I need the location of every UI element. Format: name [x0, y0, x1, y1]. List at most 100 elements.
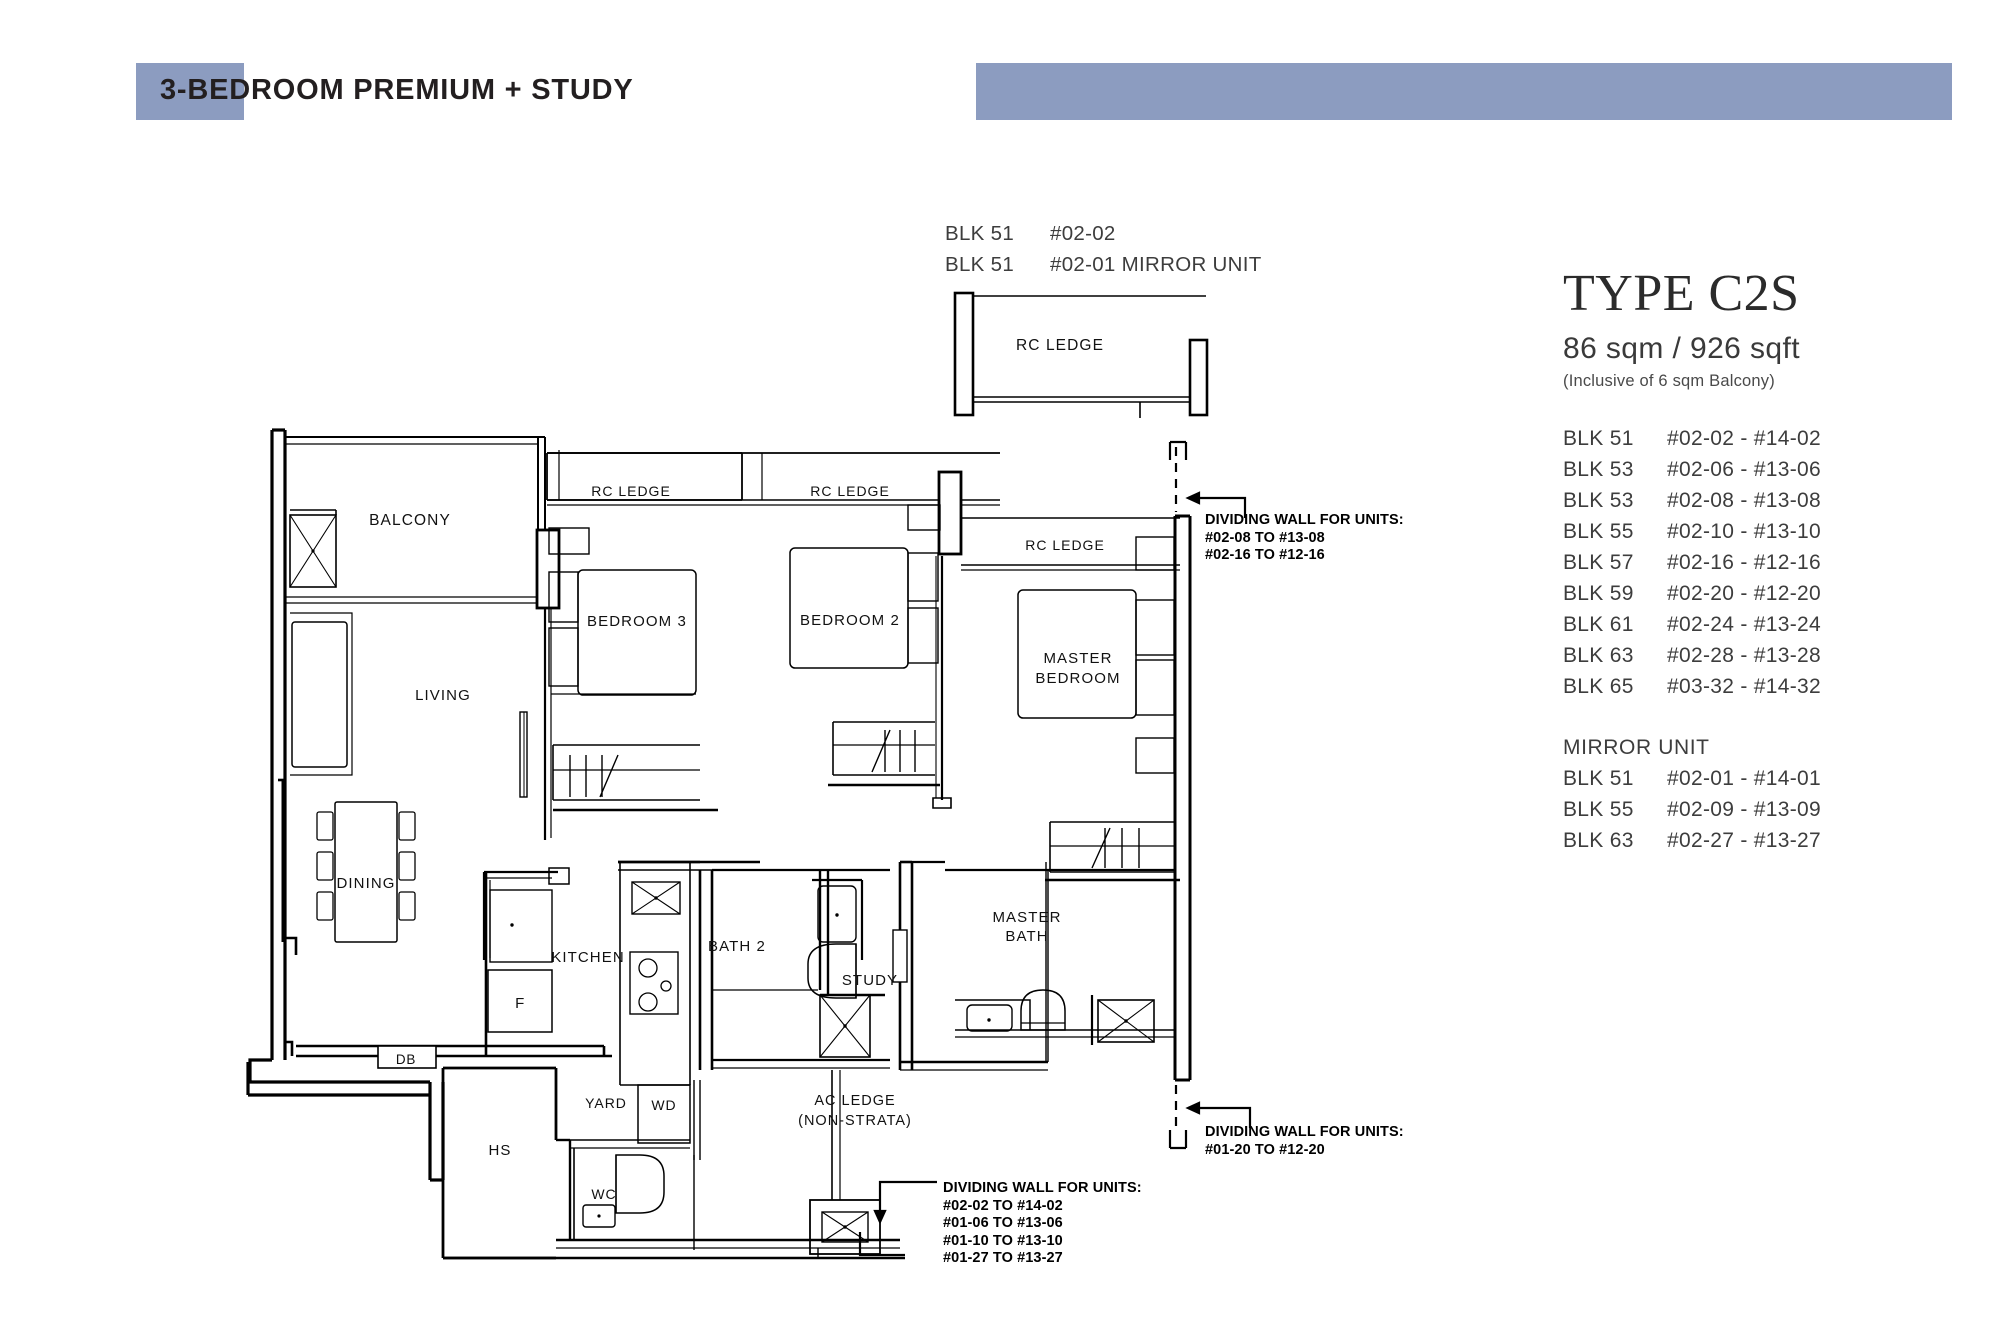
- unit-area-note: (Inclusive of 6 sqm Balcony): [1563, 372, 1775, 390]
- label-yard: YARD: [585, 1095, 627, 1111]
- caption-blk: BLK 51: [945, 253, 1015, 276]
- bedroom2: [789, 504, 952, 809]
- unit-range: #02-16 - #12-16: [1667, 551, 1821, 574]
- unit-range: #02-02 - #14-02: [1667, 427, 1821, 450]
- callout-line: #01-27 TO #13-27: [943, 1250, 1063, 1266]
- callout-dividing-wall-top: DIVIDING WALL FOR UNITS: #02-08 TO #13-0…: [1205, 512, 1404, 565]
- caption-row: BLK 51 #02-01 MIRROR UNIT: [945, 249, 1262, 280]
- balcony-room: [285, 436, 546, 605]
- label-rc-ledge-top: RC LEDGE: [1016, 337, 1104, 354]
- unit-row: BLK 53 #02-06 - #13-06: [1563, 454, 1983, 485]
- unit-row: BLK 51 #02-01 - #14-01: [1563, 763, 1983, 794]
- unit-info-panel: TYPE C2S 86 sqm / 926 sqft (Inclusive of…: [1563, 268, 1983, 856]
- unit-blk: BLK 55: [1563, 520, 1634, 543]
- unit-row: BLK 61 #02-24 - #13-24: [1563, 609, 1983, 640]
- structural-column-1: [937, 470, 963, 556]
- callout-line: #01-20 TO #12-20: [1205, 1141, 1325, 1158]
- living-furniture: [290, 612, 353, 776]
- label-rc-ledge-b: RC LEDGE: [810, 483, 890, 499]
- unit-range: #02-27 - #13-27: [1667, 829, 1821, 852]
- unit-row: BLK 63 #02-27 - #13-27: [1563, 825, 1983, 856]
- label-db: DB: [396, 1052, 416, 1067]
- kitchen: [482, 860, 701, 1160]
- unit-blk: BLK 55: [1563, 798, 1634, 821]
- callout-line: #01-06 TO #13-06: [943, 1215, 1063, 1231]
- unit-range: #02-28 - #13-28: [1667, 644, 1821, 667]
- study-room: [892, 860, 1048, 1071]
- label-master-bath-line1: MASTER: [992, 909, 1061, 926]
- unit-row: BLK 57 #02-16 - #12-16: [1563, 547, 1983, 578]
- unit-range: #03-32 - #14-32: [1667, 675, 1821, 698]
- master-bedroom: [1017, 536, 1180, 882]
- rc-ledge-band-c: [961, 517, 1180, 571]
- callout-line: #02-08 TO #13-08: [1205, 529, 1325, 546]
- mirror-unit-heading: MIRROR UNIT: [1563, 736, 1710, 759]
- unit-blk: BLK 53: [1563, 489, 1634, 512]
- callout-title: DIVIDING WALL FOR UNITS:: [1205, 1124, 1404, 1140]
- caption-unit: #02-01 MIRROR UNIT: [1050, 253, 1262, 276]
- label-ac-ledge-line1: AC LEDGE: [814, 1093, 895, 1109]
- callout-title: DIVIDING WALL FOR UNITS:: [1205, 512, 1404, 528]
- header-band-left-block: [136, 63, 244, 120]
- hs-yard-wc: [441, 1066, 700, 1260]
- caption-blk: BLK 51: [945, 222, 1015, 245]
- interior-wall-left: [278, 778, 294, 1056]
- unit-row: BLK 65 #03-32 - #14-32: [1563, 671, 1983, 702]
- callout-line: #02-16 TO #12-16: [1205, 547, 1325, 563]
- unit-row: BLK 51 #02-02 - #14-02: [1563, 423, 1983, 454]
- unit-range: #02-08 - #13-08: [1667, 489, 1821, 512]
- unit-range: #02-09 - #13-09: [1667, 798, 1821, 821]
- label-kitchen: KITCHEN: [551, 949, 625, 966]
- label-master-bedroom-line1: MASTER: [1043, 650, 1112, 667]
- unit-blk: BLK 53: [1563, 458, 1634, 481]
- caption-row: BLK 51 #02-02: [945, 218, 1262, 249]
- unit-row: BLK 59 #02-20 - #12-20: [1563, 578, 1983, 609]
- label-rc-ledge-a: RC LEDGE: [591, 483, 671, 499]
- unit-range: #02-10 - #13-10: [1667, 520, 1821, 543]
- master-bath: [945, 868, 1175, 1062]
- label-fridge: F: [515, 995, 525, 1012]
- unit-row: BLK 55 #02-10 - #13-10: [1563, 516, 1983, 547]
- unit-range: #02-01 - #14-01: [1667, 767, 1821, 790]
- caption-unit: #02-02: [1050, 222, 1116, 245]
- unit-blk: BLK 65: [1563, 675, 1634, 698]
- unit-blk: BLK 51: [1563, 427, 1634, 450]
- header-band: [136, 63, 1952, 120]
- label-rc-ledge-c: RC LEDGE: [1025, 537, 1105, 553]
- unit-area: 86 sqm / 926 sqft: [1563, 332, 1800, 365]
- unit-blk: BLK 63: [1563, 829, 1634, 852]
- label-hs: HS: [488, 1142, 511, 1159]
- unit-outer-walls: [246, 428, 445, 1182]
- label-master-bedroom-line2: BEDROOM: [1035, 670, 1120, 687]
- label-balcony: BALCONY: [369, 512, 451, 529]
- callout-dividing-wall-right: DIVIDING WALL FOR UNITS: #01-20 TO #12-2…: [1205, 1124, 1404, 1159]
- mirror-unit-list: BLK 51 #02-01 - #14-01 BLK 55 #02-09 - #…: [1563, 763, 1983, 856]
- plan-unit-caption: BLK 51 #02-02 BLK 51 #02-01 MIRROR UNIT: [945, 218, 1262, 280]
- right-exterior-wall: [1173, 514, 1192, 1082]
- corridor-wall: [519, 528, 561, 840]
- unit-row: BLK 63 #02-28 - #13-28: [1563, 640, 1983, 671]
- unit-row: BLK 55 #02-09 - #13-09: [1563, 794, 1983, 825]
- db-box: [377, 1045, 437, 1069]
- unit-range: #02-06 - #13-06: [1667, 458, 1821, 481]
- unit-type-title: TYPE C2S: [1563, 265, 1800, 322]
- rc-ledge-detail-top: [953, 291, 1209, 418]
- dining-furniture: [316, 801, 416, 943]
- unit-range: #02-20 - #12-20: [1667, 582, 1821, 605]
- label-ac-ledge-line2: (NON-STRATA): [798, 1113, 912, 1129]
- label-bedroom3: BEDROOM 3: [587, 613, 687, 630]
- label-bath2: BATH 2: [708, 938, 766, 955]
- label-wc: WC: [591, 1186, 616, 1202]
- bath2: [618, 860, 890, 1070]
- rc-ledge-band-a: [546, 450, 743, 501]
- page-title: 3-BEDROOM PREMIUM + STUDY: [160, 74, 634, 106]
- unit-range: #02-24 - #13-24: [1667, 613, 1821, 636]
- room-labels: RC LEDGE BALCONY RC LEDGE RC LEDGE RC LE…: [336, 337, 1120, 1202]
- unit-blk: BLK 63: [1563, 644, 1634, 667]
- callout-dividing-wall-bottom: DIVIDING WALL FOR UNITS: #02-02 TO #14-0…: [943, 1180, 1142, 1268]
- unit-blk: BLK 59: [1563, 582, 1634, 605]
- unit-list: BLK 51 #02-02 - #14-02 BLK 53 #02-06 - #…: [1563, 423, 1983, 702]
- ac-ledge-unit: [700, 1070, 900, 1258]
- callout-line: #01-10 TO #13-10: [943, 1232, 1063, 1249]
- unit-blk: BLK 57: [1563, 551, 1634, 574]
